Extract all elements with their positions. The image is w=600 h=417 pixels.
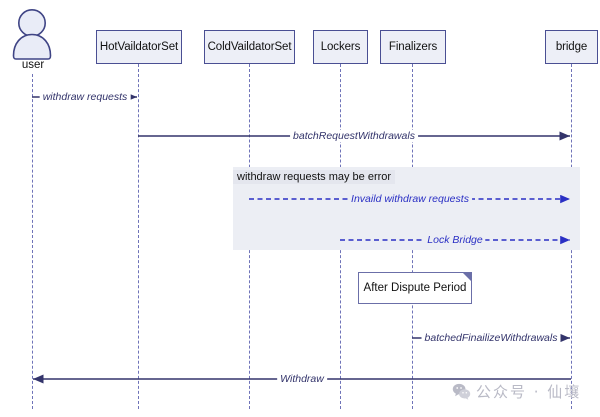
participant-label: Finalizers <box>388 41 438 53</box>
message-label-batch-request-withdrawals: batchRequestWithdrawals <box>290 130 418 142</box>
participant-coldvaildatorset[interactable]: ColdVaildatorSet <box>204 30 295 64</box>
message-label-withdraw: Withdraw <box>277 373 327 385</box>
wechat-icon <box>452 383 471 400</box>
fragment-title: withdraw requests may be error <box>233 170 396 184</box>
participant-label: bridge <box>555 41 588 53</box>
participant-finalizers[interactable]: Finalizers <box>380 30 446 64</box>
watermark-text: 公众号 · 仙壤 <box>476 383 582 401</box>
person-icon <box>7 8 57 60</box>
note-label: After Dispute Period <box>363 282 467 294</box>
message-label-invaild-withdraw-requests: Invaild withdraw requests <box>348 193 472 205</box>
participant-label: HotVaildatorSet <box>99 41 179 53</box>
message-label-withdraw-requests: withdraw requests <box>39 91 131 103</box>
message-label-batched-finailize-withdrawals: batchedFinailizeWithdrawals <box>421 332 561 344</box>
after-dispute-period-note: After Dispute Period <box>358 272 472 304</box>
participant-bridge[interactable]: bridge <box>545 30 598 64</box>
actor-label-user: user <box>21 59 45 71</box>
lifeline-hotvaildatorset <box>138 64 139 409</box>
participant-label: Lockers <box>320 41 361 53</box>
wechat-watermark: 公众号 · 仙壤 <box>452 381 581 402</box>
participant-lockers[interactable]: Lockers <box>313 30 368 64</box>
participant-label: ColdVaildatorSet <box>207 41 292 53</box>
lifeline-user <box>32 74 33 409</box>
person-icon-svg <box>12 9 52 60</box>
message-label-lock-bridge: Lock Bridge <box>424 234 486 246</box>
note-fold-corner <box>462 272 471 281</box>
participant-hotvaildatorset[interactable]: HotVaildatorSet <box>96 30 182 64</box>
